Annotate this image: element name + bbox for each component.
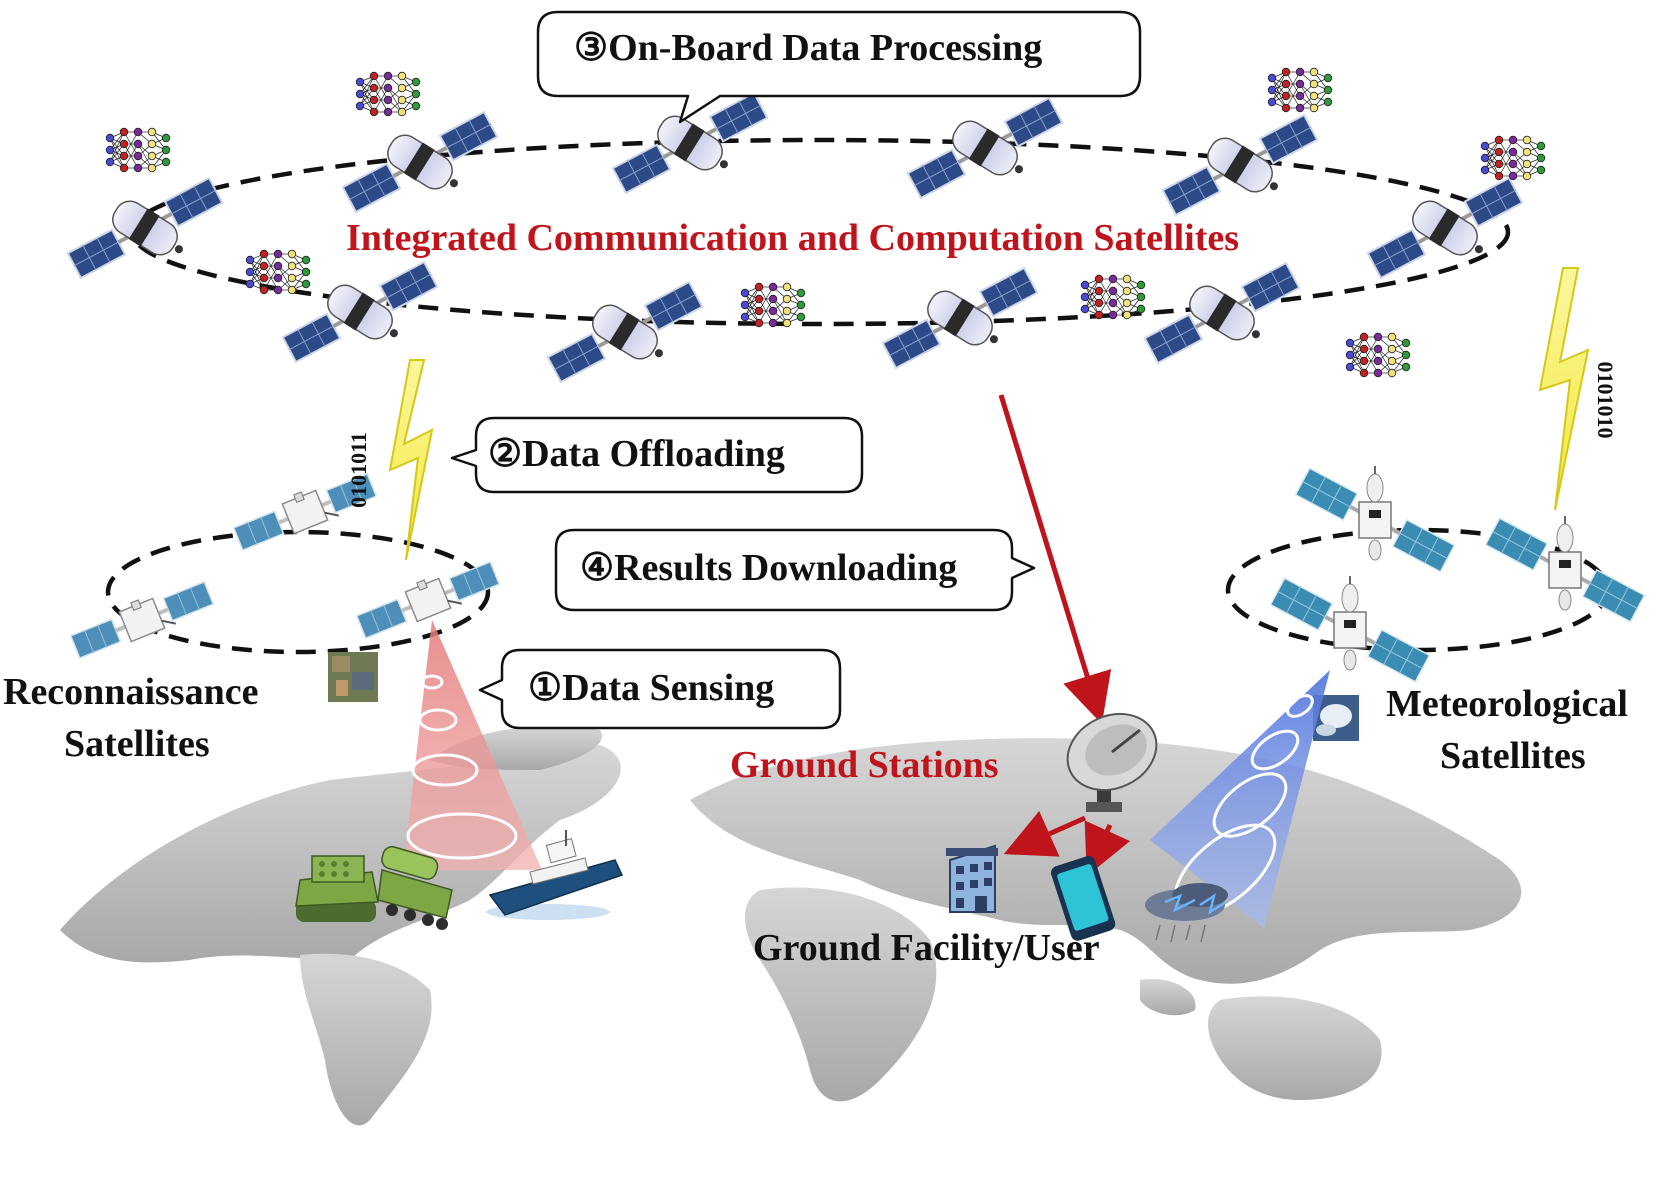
tank-icon <box>295 855 379 922</box>
step1-data-sensing: ①Data Sensing <box>528 667 775 709</box>
sensing-beam-red <box>403 620 542 870</box>
satellite-icon <box>1269 575 1431 683</box>
bits-left: 0101011 <box>346 432 371 508</box>
satellite-icon <box>881 267 1039 369</box>
step3-on-board-processing: ③On-Board Data Processing <box>574 27 1043 69</box>
smartphone-icon <box>1051 855 1116 941</box>
recon-image-thumbnail <box>328 652 378 702</box>
building-icon <box>946 844 998 913</box>
neural-network-icon <box>740 282 806 328</box>
lightning-icon <box>388 359 434 561</box>
icc-title: Integrated Communication and Computation… <box>346 217 1240 259</box>
neural-network-icon <box>355 71 421 117</box>
download-arrows <box>998 394 1131 877</box>
recon-orbit <box>105 529 491 655</box>
satellite-icon <box>906 97 1064 199</box>
satellite-icon <box>1366 177 1524 279</box>
missile-truck-icon <box>377 846 453 930</box>
storm-icon <box>1145 883 1228 943</box>
meteo-label-line1: Meteorological <box>1386 683 1628 725</box>
neural-network-icon <box>1345 332 1411 378</box>
satellite-icon <box>1484 515 1646 623</box>
ground-user-label: Ground Facility/User <box>753 927 1100 969</box>
satellite-icon <box>66 177 224 279</box>
step2-data-offloading: ②Data Offloading <box>488 433 785 475</box>
neural-network-icon <box>1480 135 1546 181</box>
step4-results-downloading: ④Results Downloading <box>580 547 958 589</box>
lightning-icon <box>1538 267 1590 511</box>
satellite-icon <box>1294 465 1456 573</box>
satellite-icon <box>281 261 439 363</box>
satellite-icon <box>341 111 499 213</box>
ship-icon <box>486 830 624 920</box>
sensing-beam-blue <box>1150 670 1330 928</box>
radar-dish-icon <box>1066 713 1158 812</box>
recon-label-line1: Reconnaissance <box>3 671 259 713</box>
neural-network-icon <box>245 249 311 295</box>
neural-network-icon <box>105 127 171 173</box>
meteo-label-line2: Satellites <box>1440 735 1586 777</box>
ground-stations-label: Ground Stations <box>730 744 999 786</box>
recon-label-line2: Satellites <box>64 723 210 765</box>
callout-shapes <box>450 10 1142 730</box>
neural-network-icon <box>1267 67 1333 113</box>
satellite-icon <box>66 573 216 663</box>
bits-right: 0101010 <box>1593 362 1618 439</box>
satellite-icon <box>352 553 502 643</box>
satellite-icon <box>546 281 704 383</box>
